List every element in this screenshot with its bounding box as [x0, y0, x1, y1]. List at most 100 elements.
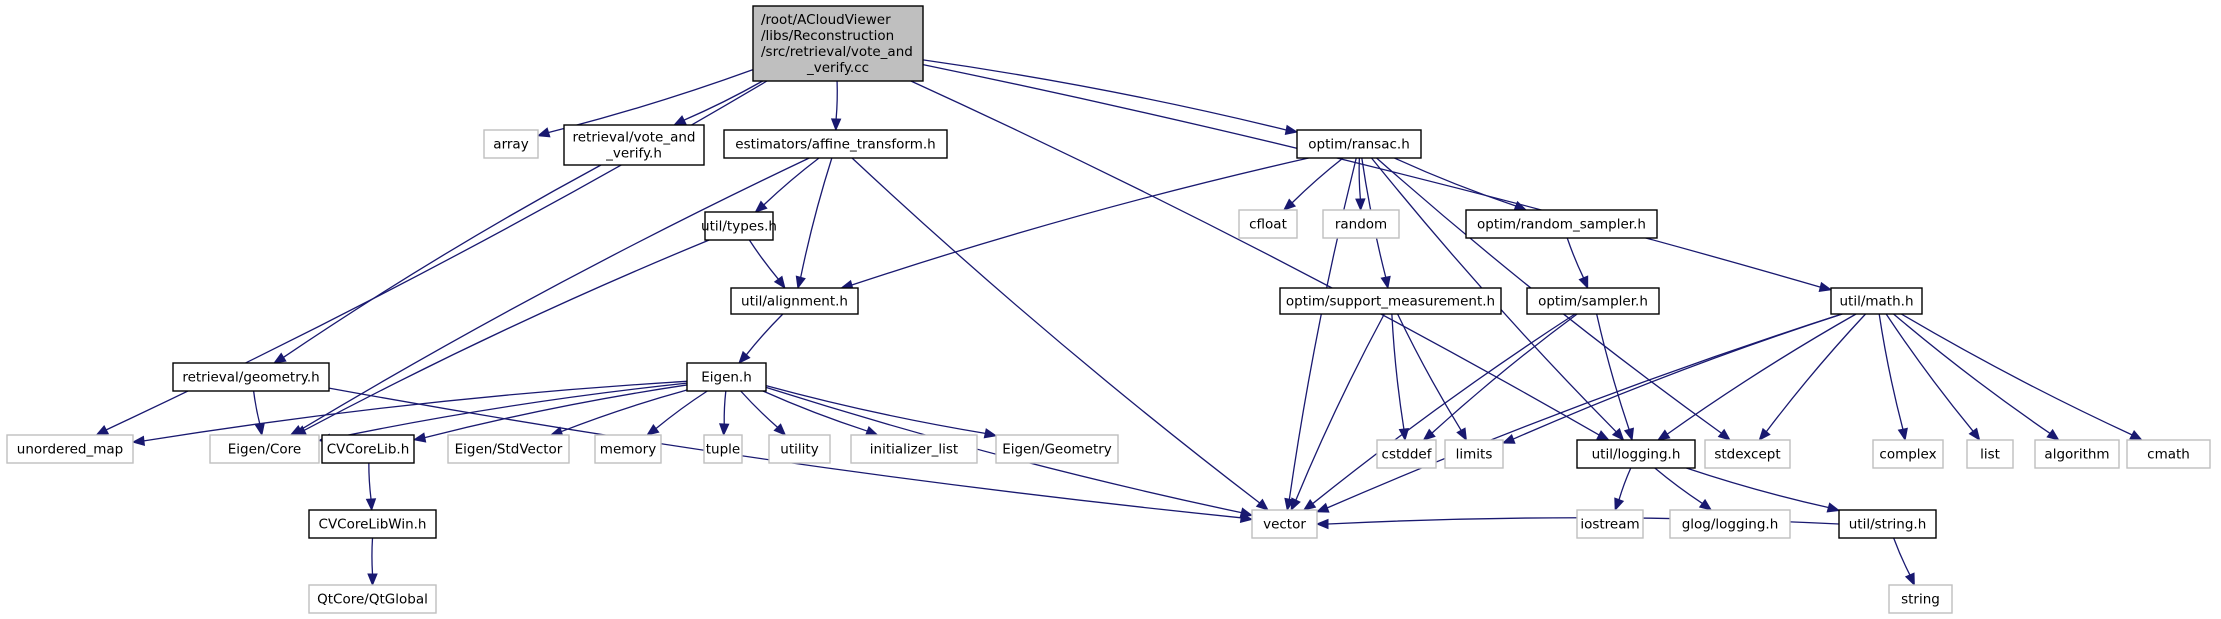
node-box [1376, 439, 1437, 469]
edge-eigen-h-to-cvcorelib-h [412, 384, 688, 443]
edge-line [143, 380, 688, 442]
node-label: Eigen/Geometry [1002, 442, 1112, 458]
edge-line [1686, 467, 1829, 509]
edge-logging-h-to-string-h [1686, 467, 1841, 513]
node-sampler-h[interactable]: optim/sampler.h [1526, 287, 1660, 315]
edge-line [1885, 313, 1974, 432]
arrowhead-icon [412, 432, 427, 443]
node-iostream: iostream [1576, 509, 1644, 539]
edge-types-h-to-alignment-h [748, 239, 786, 290]
arrowhead-icon [1826, 502, 1841, 513]
node-ransac-h[interactable]: optim/ransac.h [1296, 129, 1422, 159]
node-geometry-h[interactable]: retrieval/geometry.h [172, 362, 330, 392]
node-cstddef: cstddef [1376, 439, 1437, 469]
edge-line [1291, 157, 1344, 204]
node-box [1872, 439, 1944, 469]
node-string-h[interactable]: util/string.h [1838, 509, 1937, 539]
edge-line [1893, 537, 1911, 576]
node-box [1576, 509, 1644, 539]
edge-ransac-h-to-cfloat [1282, 157, 1344, 211]
edge-line [835, 80, 838, 120]
edge-eigen-h-to-eigen-stdvector [549, 389, 688, 437]
node-random-sampler-h[interactable]: optim/random_sampler.h [1465, 209, 1658, 239]
node-label: string [1901, 592, 1940, 608]
node-math-h[interactable]: util/math.h [1830, 287, 1923, 315]
arrowhead-icon [754, 200, 768, 213]
node-label: limits [1456, 447, 1493, 463]
node-logging-h[interactable]: util/logging.h [1576, 439, 1696, 469]
node-affine-transform-h[interactable]: estimators/affine_transform.h [723, 129, 948, 159]
node-cvcorelib-h[interactable]: CVCoreLib.h [321, 434, 415, 464]
node-box [1238, 209, 1298, 239]
node-eigen-stdvector: Eigen/StdVector [447, 434, 570, 464]
node-label: unordered_map [17, 442, 123, 458]
edge-line [748, 239, 779, 280]
node-label: algorithm [2044, 447, 2109, 463]
arrowhead-icon [1611, 427, 1625, 441]
arrowhead-icon [1968, 427, 1981, 442]
edge-vote-and-verify-h-to-geometry-h [272, 164, 602, 364]
edge-support-measurement-h-to-limits [1397, 313, 1467, 442]
node-box [752, 5, 924, 82]
node-box [172, 362, 330, 392]
node-box [850, 434, 978, 464]
edge-line [763, 157, 820, 206]
arrowhead-icon [1578, 275, 1589, 290]
node-box [308, 509, 437, 539]
edge-eigen-h-to-unordered-map [131, 380, 688, 447]
node-types-h[interactable]: util/types.h [701, 211, 777, 241]
arrowhead-icon [1315, 502, 1330, 513]
edge-affine-transform-h-to-alignment-h [795, 157, 833, 290]
arrowhead-icon [95, 424, 110, 436]
node-string: string [1888, 584, 1953, 614]
node-label: CVCoreLibWin.h [319, 517, 427, 533]
edge-math-h-to-vector [1315, 313, 1843, 513]
edge-affine-transform-h-to-types-h [754, 157, 820, 213]
edge-line [1397, 313, 1462, 431]
arrowhead-icon [254, 422, 265, 437]
arrowhead-icon [1818, 281, 1833, 293]
arrowhead-icon [272, 352, 287, 364]
edge-line [922, 63, 1821, 288]
node-algorithm: algorithm [2034, 439, 2120, 469]
node-label: util/alignment.h [741, 294, 848, 310]
node-label: memory [600, 442, 656, 458]
arrowhead-icon [1656, 429, 1671, 441]
edge-math-h-to-limits [1501, 313, 1843, 444]
edge-line [765, 384, 986, 435]
node-box [321, 434, 415, 464]
edge-ransac-h-to-random-sampler-h [1394, 157, 1528, 211]
node-cvcorelibwin-h[interactable]: CVCoreLibWin.h [308, 509, 437, 539]
node-tuple: tuple [703, 434, 743, 464]
node-box [308, 584, 437, 614]
node-vote-and-verify-h[interactable]: retrieval/vote_and_verify.h [563, 124, 705, 166]
node-label: tuple [706, 442, 740, 458]
arrowhead-icon [1623, 427, 1635, 442]
node-label: optim/support_measurement.h [1286, 294, 1495, 310]
node-support-measurement-h[interactable]: optim/support_measurement.h [1279, 287, 1502, 315]
edge-line [723, 390, 727, 425]
edge-root-to-affine-transform-h [830, 80, 842, 132]
node-label: Eigen.h [701, 370, 752, 386]
node-eigen-h[interactable]: Eigen.h [686, 362, 767, 392]
arrowhead-icon [1290, 497, 1301, 512]
node-root[interactable]: /root/ACloudViewer/libs/Reconstruction/s… [752, 5, 924, 82]
edge-line [762, 390, 868, 432]
arrowhead-icon [2046, 428, 2060, 441]
edge-eigen-h-to-utility [740, 390, 787, 436]
node-label: /root/ACloudViewer [761, 12, 891, 28]
edge-line [303, 239, 710, 431]
edge-line [910, 80, 1600, 436]
edge-root-to-logging-h [910, 80, 1610, 441]
arrowhead-icon [1758, 427, 1771, 442]
arrowhead-icon [773, 275, 786, 290]
node-vector: vector [1251, 509, 1318, 539]
node-eigen-core: Eigen/Core [209, 434, 320, 464]
arrowhead-icon [673, 115, 687, 126]
node-qtglobal: QtCore/QtGlobal [308, 584, 437, 614]
arrowhead-icon [131, 435, 146, 447]
node-alignment-h[interactable]: util/alignment.h [730, 287, 859, 315]
edge-eigen-h-to-eigen-geometry [765, 384, 998, 439]
edge-string-h-to-string [1893, 537, 1915, 587]
